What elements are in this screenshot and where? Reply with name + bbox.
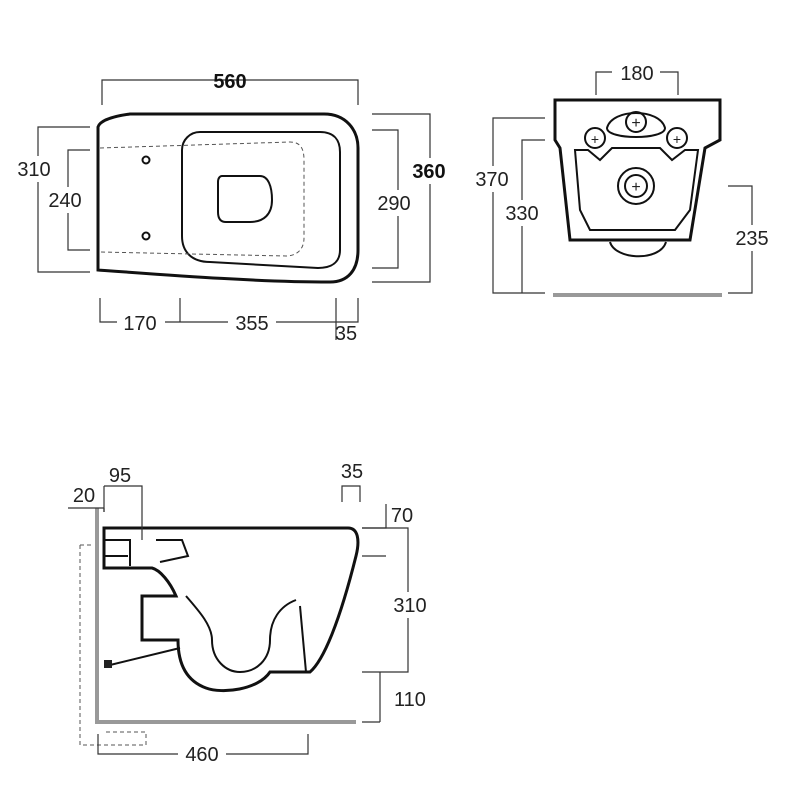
hidden-frame xyxy=(79,544,147,746)
rear-view: + + + + 180 370 330 235 xyxy=(470,60,776,297)
seat-outline xyxy=(181,131,341,270)
outlet-ring xyxy=(617,167,655,205)
dim-fixing-width: 310 xyxy=(17,159,50,181)
bowl-wall-line xyxy=(299,605,307,673)
top-view: 560 310 240 360 290 170 355 35 xyxy=(12,71,450,345)
fixing-cross-right-icon: + xyxy=(673,131,681,147)
dim-body-height: 330 xyxy=(505,203,538,225)
outlet-hole xyxy=(624,174,648,198)
side-view-outline xyxy=(102,526,360,693)
dim-bowl-height: 310 xyxy=(393,595,426,617)
rear-outlet-bowl xyxy=(609,241,667,258)
fixing-cross-left-icon: + xyxy=(591,131,599,147)
dim-front-offset: 355 xyxy=(235,313,268,335)
dim-projection: 460 xyxy=(185,744,218,766)
fixing-hole-lower xyxy=(141,231,151,241)
dim-inlet-offset: 95 xyxy=(109,465,131,487)
dim-overall-length: 560 xyxy=(213,71,246,93)
dim-rim-height: 70 xyxy=(391,505,413,527)
dim-rim-offset: 35 xyxy=(341,461,363,483)
top-inlet-boss xyxy=(605,112,667,138)
inlet-pipe xyxy=(104,539,190,566)
dim-outlet-height: 235 xyxy=(735,228,768,250)
wall-and-floor xyxy=(95,508,356,724)
fixing-boss-right xyxy=(666,127,688,149)
side-view: 20 95 35 70 310 110 460 xyxy=(68,461,434,766)
wall-anchor xyxy=(104,660,112,668)
fixing-boss-left xyxy=(584,127,606,149)
dim-wall-gap: 20 xyxy=(73,485,95,507)
dim-floor-clearance: 110 xyxy=(394,689,426,711)
base-line xyxy=(105,647,181,667)
dim-overall-width: 360 xyxy=(412,161,445,183)
rear-inner-cavity xyxy=(573,147,700,231)
fixing-hole-upper xyxy=(141,155,151,165)
inlet-hole xyxy=(625,111,647,133)
top-view-outline xyxy=(96,112,360,284)
hidden-rim-line xyxy=(99,141,305,257)
dim-seat-width: 290 xyxy=(377,193,410,215)
dim-front-gap: 35 xyxy=(335,323,357,345)
bowl-opening xyxy=(217,175,274,223)
dim-fixing-inner: 240 xyxy=(48,190,81,212)
dim-rear-offset: 170 xyxy=(123,313,156,335)
dim-total-height: 370 xyxy=(475,169,508,191)
inlet-cross-icon: + xyxy=(631,115,640,132)
outlet-cross-icon: + xyxy=(631,179,640,196)
dim-fixing-spacing: 180 xyxy=(620,63,653,85)
rear-view-outline xyxy=(553,98,722,242)
trap-channel xyxy=(185,595,297,674)
